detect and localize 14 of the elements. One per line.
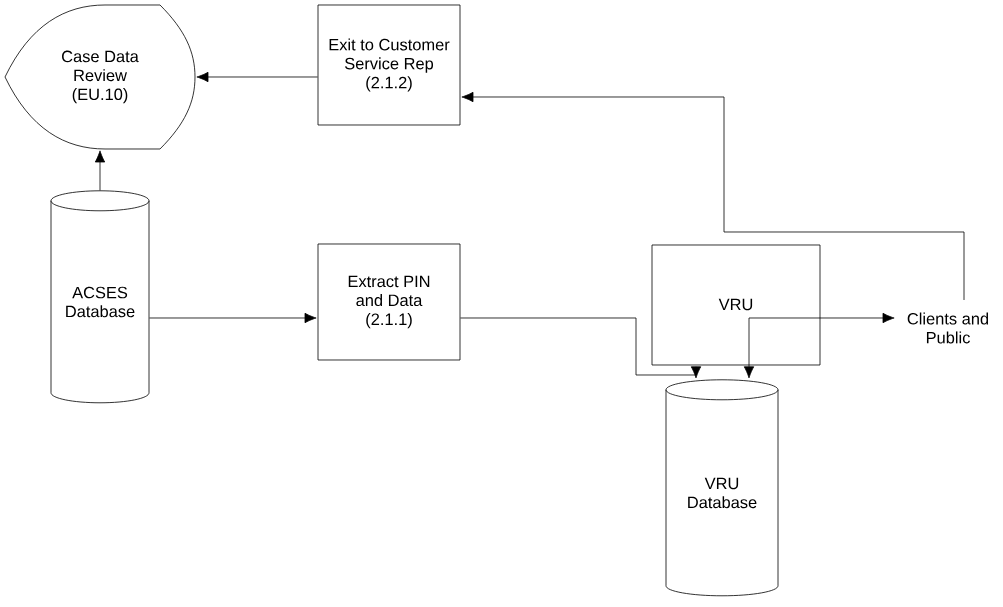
process-box: VRU bbox=[651, 244, 821, 366]
arrow bbox=[196, 71, 318, 83]
arrow bbox=[94, 150, 106, 191]
database-cylinder: ACSES Database bbox=[50, 190, 150, 404]
arrow bbox=[460, 317, 702, 379]
external-entity-label: Clients and Public bbox=[907, 312, 989, 344]
process-box: Extract PIN and Data (2.1.1) bbox=[317, 243, 461, 361]
display-shape: Case Data Review (EU.10) bbox=[4, 4, 196, 150]
process-box: Exit to Customer Service Rep (2.1.2) bbox=[317, 4, 461, 126]
database-cylinder: VRU Database bbox=[665, 379, 779, 597]
arrow bbox=[149, 312, 317, 324]
arrow bbox=[743, 317, 755, 379]
arrow bbox=[461, 91, 965, 301]
arrow bbox=[748, 312, 895, 324]
